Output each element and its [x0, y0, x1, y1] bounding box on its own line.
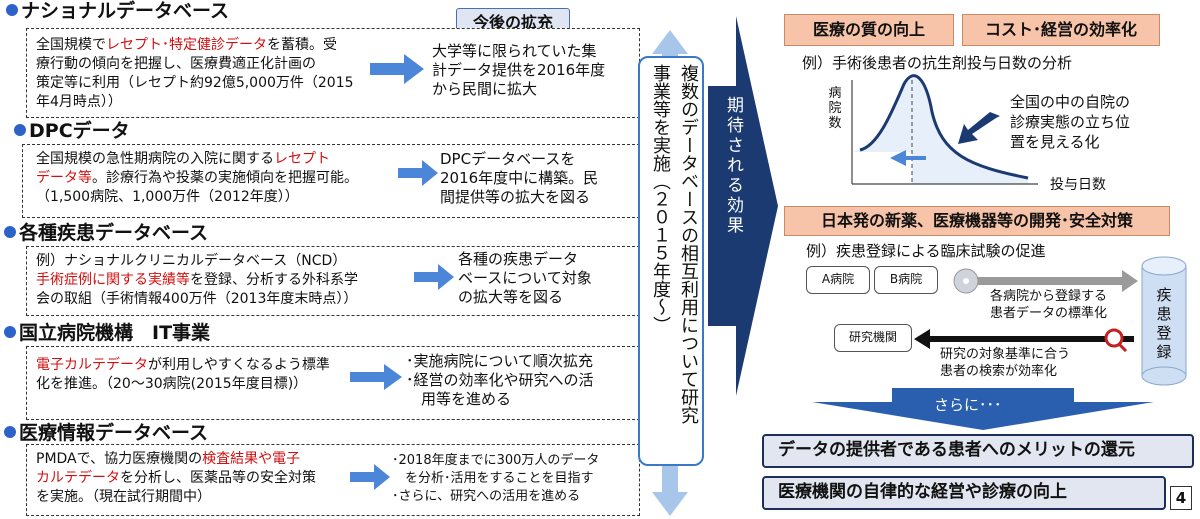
bullet-icon [4, 226, 16, 238]
section-box-dpc [22, 144, 640, 218]
section-box-national-db [26, 28, 640, 118]
section-description: 全国規模の急性期病院の入院に関するレセプト データ等。診療行為や投薬の実施傾向を… [36, 151, 358, 205]
patient-benefit-box: データの提供者である患者へのメリットの還元 [762, 434, 1194, 468]
bullet-icon [6, 4, 18, 16]
expected-effects-label: 期待される効果 [723, 96, 743, 236]
new-drug-development-banner: 日本発の新薬、医療機器等の開発･安全対策 [784, 206, 1170, 236]
hospital-b-box: B病院 [874, 266, 938, 294]
expected-effects-chevron [708, 16, 778, 396]
page-number: 4 [1170, 486, 1192, 510]
desc-line: 策定等に利用（レセプト約92億5,000万件（2015 [36, 75, 354, 91]
section-title-nho-it: 国立病院機構 IT事業 [4, 322, 210, 344]
hospital-improvement-box: 医療機関の自律的な経営や診療の向上 [762, 476, 1166, 510]
right-arrow-icon [370, 54, 424, 84]
section-title-disease-db: 各種疾患データベース [4, 222, 208, 244]
flow-text-standardize: 各病院から登録する 患者データの標準化 [990, 289, 1108, 321]
section-description: PMDAで、協力医療機関の検査結果や電子 カルテデータを分析し、医薬品等の安全対… [36, 451, 316, 505]
upload-arrow [953, 268, 1138, 294]
section-description: 全国規模でレセプト･特定健診データを蓄積。受 療行動の傾向を把握し、医療費適正化… [36, 36, 354, 112]
chart-y-label: 病 院 数 [828, 86, 842, 131]
section-expansion-text: ･実施病院について順次拡充 ･経営の効率化や研究への活 用等を進める [406, 352, 594, 408]
example-antibiotic-analysis: 例）手術後患者の抗生剤投与日数の分析 [802, 54, 1073, 72]
quality-improvement-tag: 医療の質の向上 [784, 14, 954, 46]
section-expansion-text: 各種の疾患データ ベースについて対象 の拡大等を図る [458, 250, 592, 306]
further-label: さらに･･･ [934, 396, 1002, 414]
disease-registry-cylinder [1141, 256, 1187, 386]
section-expansion-text: DPCデータベースを 2016年度中に構築。民 間提供等の拡大を図る [440, 150, 599, 206]
further-down-arrow [812, 388, 1154, 430]
example-clinical-trials: 例）疾患登録による臨床試験の促進 [806, 242, 1046, 260]
desc-line: 療行動の傾向を把握し、医療費適正化計画の [36, 56, 316, 72]
bullet-icon [14, 124, 26, 136]
section-expansion-text: 大学等に限られていた集 計データ提供を2016年度 から民間に拡大 [432, 42, 606, 98]
research-project-box [638, 56, 704, 466]
right-arrow-icon [350, 364, 402, 390]
desc-line: 年4月時点）） [36, 94, 122, 110]
section-box-disease-db [26, 246, 640, 316]
section-box-medical-info-db [26, 444, 640, 516]
section-title-dpc: DPCデータ [14, 120, 130, 142]
distribution-curve-chart [851, 74, 1038, 185]
section-box-nho-it [26, 346, 640, 420]
cost-efficiency-tag: コスト･経営の効率化 [962, 14, 1160, 46]
right-arrow-icon [398, 160, 438, 186]
hospital-a-box: A病院 [806, 266, 870, 294]
section-expansion-text: ･2018年度までに300万人のデータ を分析･活用をすることを目指す ･さらに… [392, 453, 600, 504]
research-institution-box: 研究機関 [834, 324, 912, 352]
right-arrow-icon [350, 464, 390, 490]
search-arrow [914, 328, 1134, 352]
section-title-national-db: ナショナルデータベース [6, 0, 229, 22]
section-description: 例）ナショナルクリニカルデータベース（NCD） 手術症例に関する実績等を登録、分… [36, 253, 358, 307]
bullet-icon [4, 326, 16, 338]
flow-text-search: 研究の対象基準に合う 患者の検索が効率化 [940, 347, 1071, 379]
pointing-arrow-icon [958, 112, 1000, 144]
bullet-icon [4, 426, 16, 438]
section-title-medical-info-db: 医療情報データベース [4, 422, 208, 444]
magnifier-icon [1104, 328, 1124, 348]
section-description: 電子カルテデータが利用しやすくなるよう標準 化を推進。（20～30病院(2015… [36, 357, 330, 392]
research-project-text: 複数のデータベースの相互利用について研究 事業等を実施（２０１５年度～） [650, 64, 699, 424]
chart-annotation: 全国の中の自院の 診療実態の立ち位 置を見える化 [1010, 93, 1131, 151]
left-arrow-icon [890, 150, 926, 166]
chart-x-label: 投与日数 [1050, 177, 1106, 193]
disease-registry-label: 疾 患 登 録 [1156, 286, 1172, 361]
desc-line: 全国規模でレセプト･特定健診データを蓄積。受 [36, 37, 337, 53]
distribution-curve [859, 74, 1029, 180]
right-arrow-icon [414, 264, 454, 290]
